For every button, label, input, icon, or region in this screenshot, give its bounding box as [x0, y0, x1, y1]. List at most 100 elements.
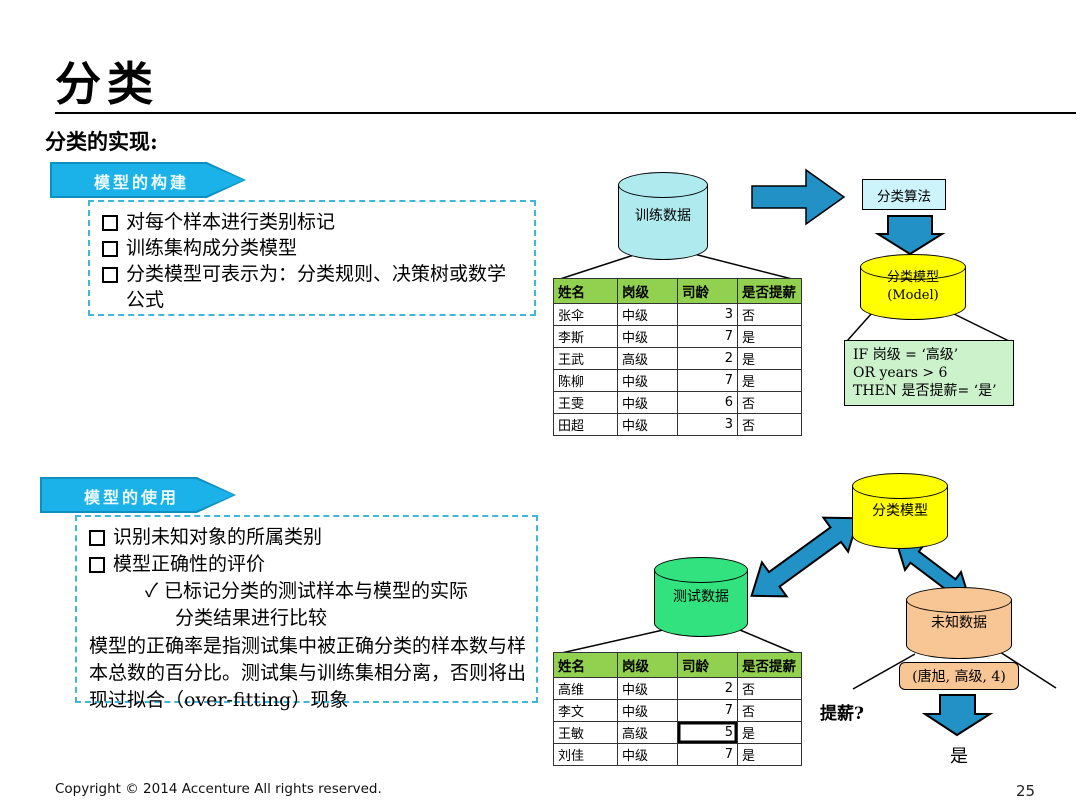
table-cell: 否 — [737, 413, 802, 436]
train-data-cylinder: 训练数据 — [618, 172, 708, 260]
table-cell: 高级 — [617, 721, 678, 744]
bullet-item: 对每个样本进行类别标记 — [102, 209, 524, 235]
checkbox-square-icon — [89, 530, 105, 546]
test-data-table: 姓名 岗级 司龄 是否提薪 高维 中级 2 否 李文 中级 7 否 王敏 高级 … — [553, 652, 802, 766]
table-row: 高维 中级 2 否 — [553, 677, 802, 700]
cylinder-label: 分类模型 (Model) — [860, 254, 966, 320]
title-underline — [55, 112, 1076, 114]
table-cell: 7 — [677, 369, 738, 392]
col-header: 岗级 — [617, 278, 678, 304]
table-cell: 是 — [737, 743, 802, 766]
page-number: 25 — [1016, 782, 1036, 800]
table-row: 王武 高级 2 是 — [553, 347, 802, 370]
checkbox-square-icon — [89, 557, 105, 573]
col-header: 司龄 — [677, 652, 738, 678]
table-cell: 否 — [737, 677, 802, 700]
banner-label: 模型的使用 — [84, 488, 180, 507]
bullet-text: 模型正确性的评价 — [113, 553, 266, 575]
table-cell: 李斯 — [553, 325, 618, 348]
test-data-cylinder: 测试数据 — [654, 557, 748, 637]
cylinder-top — [860, 254, 966, 280]
down-arrow-icon — [874, 215, 946, 256]
banner-arrow-shape — [52, 164, 244, 196]
rule-line: OR years > 6 — [853, 365, 948, 381]
training-data-table: 姓名 岗级 司龄 是否提薪 张伞 中级 3 否 李斯 中级 7 是 王武 高级 … — [553, 278, 802, 436]
col-header: 司龄 — [677, 278, 738, 304]
col-header: 姓名 — [553, 278, 618, 304]
table-cell: 6 — [677, 391, 738, 414]
table-cell: 李文 — [553, 699, 618, 722]
table-cell: 刘佳 — [553, 743, 618, 766]
table-header-row: 姓名 岗级 司龄 是否提薪 — [553, 278, 802, 304]
model-use-box: 识别未知对象的所属类别 模型正确性的评价 ✓ 已标记分类的测试样本与模型的实际 … — [75, 515, 538, 711]
table-cell: 否 — [737, 303, 802, 326]
connector-line — [999, 651, 1057, 689]
banner-arrow-shape — [42, 479, 234, 511]
cylinder-label: 训练数据 — [635, 208, 691, 224]
table-header-row: 姓名 岗级 司龄 是否提薪 — [553, 652, 802, 678]
bullet-text: 训练集构成分类模型 — [126, 237, 298, 259]
table-cell: 田超 — [553, 413, 618, 436]
cylinder-top — [654, 557, 748, 583]
table-cell: 否 — [737, 699, 802, 722]
table-cell: 中级 — [617, 743, 678, 766]
bullet-text: 对每个样本进行类别标记 — [126, 211, 336, 233]
table-row: 刘佳 中级 7 是 — [553, 743, 802, 766]
bullet-item: 分类模型可表示为：分类规则、决策树或数学公式 — [102, 261, 524, 313]
sub-bullet-line: 分类结果进行比较 — [175, 607, 328, 629]
cylinder-label: 分类模型 — [872, 503, 928, 519]
table-cell: 是 — [737, 369, 802, 392]
connector-line — [689, 252, 797, 281]
model-build-box: 对每个样本进行类别标记 训练集构成分类模型 分类模型可表示为：分类规则、决策树或… — [88, 200, 536, 316]
unknown-sample-box: (唐旭, 高级, 4) — [899, 662, 1019, 690]
algo-box-label: 分类算法 — [877, 188, 931, 205]
sub-bullet-line: ✓ 已标记分类的测试样本与模型的实际 — [145, 580, 469, 602]
table-cell: 2 — [677, 677, 738, 700]
classification-model-cylinder: 分类模型 (Model) — [860, 254, 966, 320]
bullet-text: 识别未知对象的所属类别 — [113, 526, 323, 548]
banner-label: 模型的构建 — [94, 173, 190, 192]
answer-label: 是 — [950, 746, 968, 767]
table-cell: 中级 — [617, 699, 678, 722]
banner-model-build: 模型的构建 — [50, 162, 246, 198]
down-arrow-icon — [921, 694, 994, 737]
table-row: 陈柳 中级 7 是 — [553, 369, 802, 392]
checkbox-square-icon — [102, 215, 118, 231]
table-row: 田超 中级 3 否 — [553, 413, 802, 436]
col-header: 岗级 — [617, 652, 678, 678]
table-row: 李文 中级 7 否 — [553, 699, 802, 722]
table-cell: 中级 — [617, 369, 678, 392]
banner-model-use: 模型的使用 — [40, 477, 236, 513]
table-row: 张伞 中级 3 否 — [553, 303, 802, 326]
table-cell: 否 — [737, 391, 802, 414]
table-cell: 张伞 — [553, 303, 618, 326]
model-cylinder-use: 分类模型 — [852, 473, 948, 549]
cylinder-top — [852, 473, 948, 499]
connector-line — [556, 252, 641, 281]
connector-line — [852, 653, 916, 690]
cylinder-label: 未知数据 — [931, 615, 987, 631]
table-cell: 王雯 — [553, 391, 618, 414]
bullet-item: 训练集构成分类模型 — [102, 235, 524, 261]
rule-line: IF 岗级 = ‘高级’ — [853, 347, 959, 363]
table-cell: 是 — [737, 325, 802, 348]
table-cell: 是 — [737, 721, 802, 744]
table-row: 王雯 中级 6 否 — [553, 391, 802, 414]
table-cell: 王武 — [553, 347, 618, 370]
col-header: 是否提薪 — [737, 278, 802, 304]
subtitle: 分类的实现: — [45, 129, 158, 154]
right-arrow-icon — [751, 168, 846, 226]
cylinder-top — [906, 587, 1012, 613]
table-cell: 王敏 — [553, 721, 618, 744]
classification-algorithm-box: 分类算法 — [862, 179, 946, 210]
table-cell: 中级 — [617, 413, 678, 436]
bullet-item: 模型正确性的评价 — [89, 551, 526, 578]
copyright-footer: Copyright © 2014 Accenture All rights re… — [55, 781, 382, 797]
table-cell: 陈柳 — [553, 369, 618, 392]
table-cell: 2 — [677, 347, 738, 370]
table-cell: 是 — [737, 347, 802, 370]
table-cell: 高维 — [553, 677, 618, 700]
table-cell: 3 — [677, 303, 738, 326]
page-title: 分类 — [55, 57, 159, 111]
